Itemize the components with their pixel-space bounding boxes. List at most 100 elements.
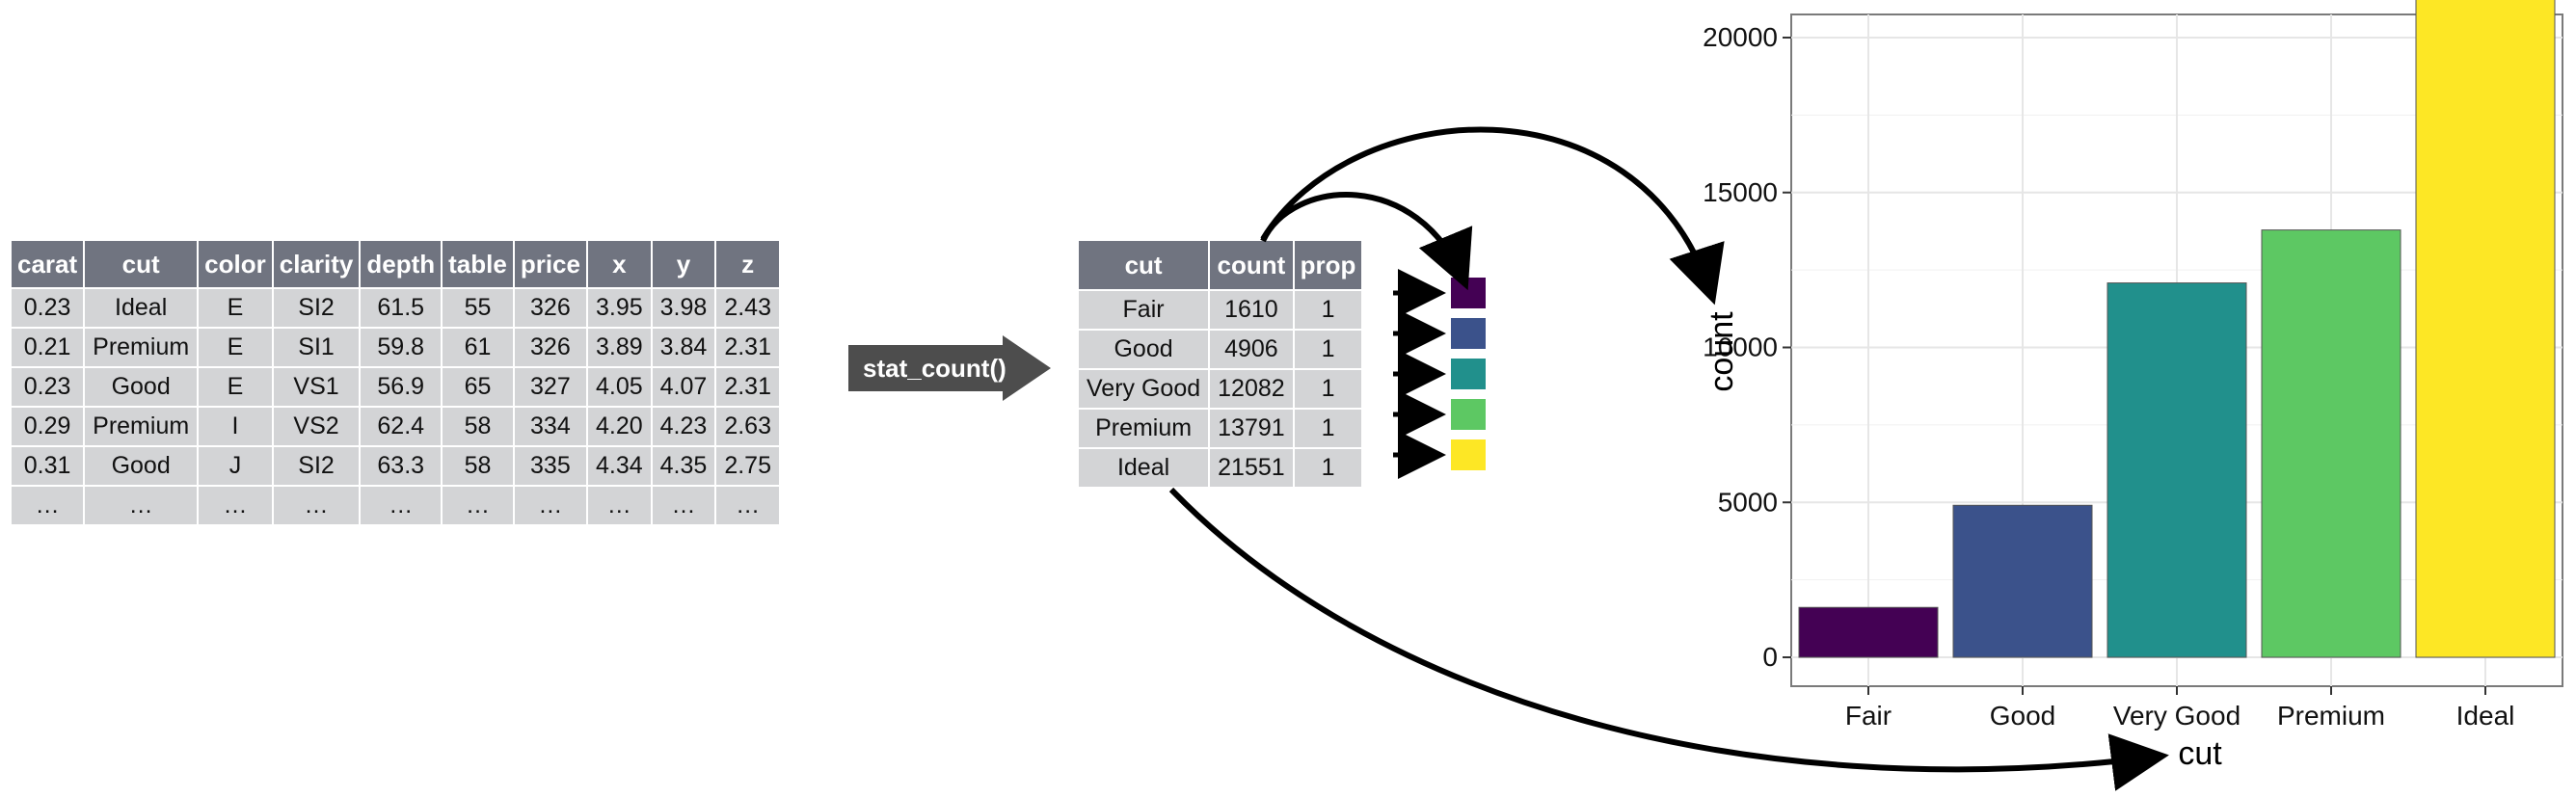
raw-table-cell: 3.84 [652,329,715,366]
color-swatch [1451,278,1486,308]
color-swatch [1451,399,1486,430]
raw-table-cell: 65 [443,368,513,406]
color-swatch [1451,439,1486,470]
raw-table-cell: 62.4 [361,408,442,445]
curve-arrow-to-x-axis [1168,487,2169,791]
raw-table-cell: 335 [514,447,586,485]
stat-table-header-0: cut [1079,241,1209,289]
raw-table-header-2: color [199,241,272,287]
raw-table-cell: 3.95 [587,289,651,327]
raw-table-cell: 3.98 [652,289,715,327]
raw-table-cell: … [85,487,198,524]
raw-table-cell: 4.20 [587,408,651,445]
raw-table-header-4: depth [361,241,442,287]
y-tick-label: 20000 [1703,22,1778,52]
raw-table-cell: 58 [443,447,513,485]
raw-table-cell: … [12,487,84,524]
raw-table-cell: 4.23 [652,408,715,445]
raw-table-cell: 4.34 [587,447,651,485]
stat-table-cell: 1 [1294,370,1362,408]
raw-table-cell: Premium [85,329,198,366]
color-swatch [1451,318,1486,349]
stat-table-cell: 13791 [1210,410,1293,447]
raw-table-cell: E [199,289,272,327]
stat-table-header-2: prop [1294,241,1362,289]
stat-table-cell: Fair [1079,291,1209,329]
raw-table-header-7: x [587,241,651,287]
raw-table-header-0: carat [12,241,84,287]
raw-table-header-6: price [514,241,586,287]
transform-label: stat_count() [863,354,1006,383]
stat-table-cell: 12082 [1210,370,1293,408]
x-tick-label: Ideal [2456,701,2515,731]
y-tick-label: 5000 [1718,487,1778,517]
raw-table-cell: Good [85,368,198,406]
bar-ideal [2415,0,2556,658]
raw-table-cell: 0.29 [12,408,84,445]
raw-table-cell: 326 [514,289,586,327]
stat-table-cell: 1 [1294,449,1362,487]
raw-table-cell: 4.35 [652,447,715,485]
raw-table-cell: … [514,487,586,524]
raw-table-cell: 2.75 [716,447,779,485]
raw-table-cell: VS1 [273,368,360,406]
raw-table-cell: 61.5 [361,289,442,327]
stat-table-cell: Ideal [1079,449,1209,487]
bar-good [1952,504,2093,658]
y-axis-label: count [1704,311,1740,392]
raw-table-header-1: cut [85,241,198,287]
chart-bars [1798,0,2556,658]
bar-fair [1798,606,1939,658]
color-swatches [1451,278,1486,470]
raw-table-header-9: z [716,241,779,287]
raw-table-cell: … [361,487,442,524]
raw-table-cell: I [199,408,272,445]
raw-table-cell: … [199,487,272,524]
stat-table-cell: 1610 [1210,291,1293,329]
raw-table-cell: 0.31 [12,447,84,485]
stat-table-cell: 21551 [1210,449,1293,487]
transform-arrow-shape [848,335,1051,401]
raw-table-header-3: clarity [273,241,360,287]
row-arrows [1393,269,1446,479]
raw-table-cell: 58 [443,408,513,445]
raw-table-header-8: y [652,241,715,287]
raw-table-cell: 2.63 [716,408,779,445]
raw-table-cell: 0.23 [12,368,84,406]
x-tick-label: Very Good [2113,701,2241,731]
raw-table-cell: 0.21 [12,329,84,366]
raw-table-cell: … [273,487,360,524]
raw-table-cell: VS2 [273,408,360,445]
y-tick-label: 15000 [1703,177,1778,207]
bar-premium [2261,229,2402,658]
table-row: ………………………… [12,487,779,524]
bar-very-good [2106,282,2247,658]
raw-table-cell: 56.9 [361,368,442,406]
raw-table-cell: … [587,487,651,524]
stat-table-cell: Good [1079,331,1209,368]
raw-table-cell: 0.23 [12,289,84,327]
x-axis-label: cut [2178,735,2222,772]
y-tick-label: 10000 [1703,332,1778,362]
stat-table-cell: Premium [1079,410,1209,447]
raw-table-cell: … [443,487,513,524]
x-tick-label: Good [1990,701,2056,731]
stat-table-cell: Very Good [1079,370,1209,408]
raw-table-cell: SI1 [273,329,360,366]
color-swatch [1451,359,1486,389]
raw-table-cell: … [652,487,715,524]
